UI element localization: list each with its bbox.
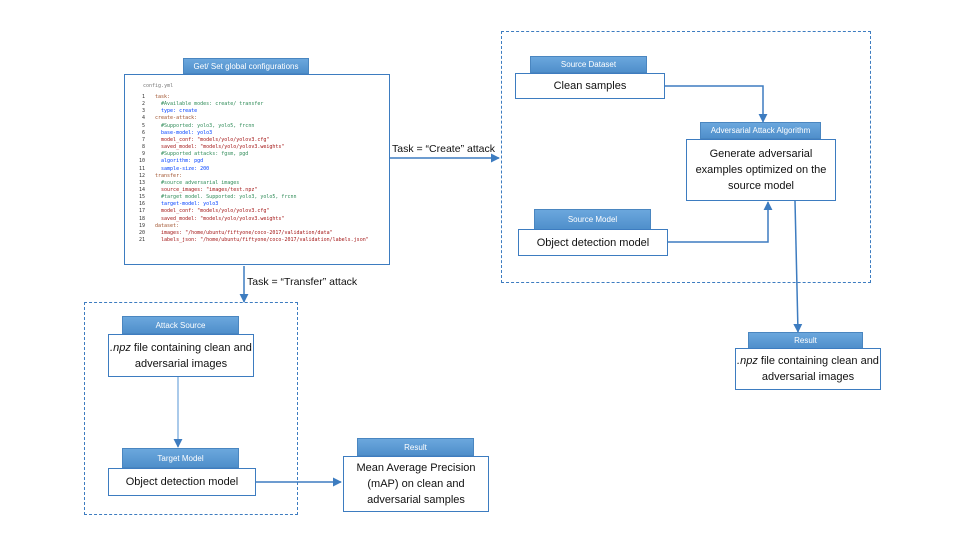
config-line-text: images: "/home/ubuntu/fiftyone/coco-2017…: [155, 229, 333, 236]
config-line-number: 19: [138, 222, 145, 229]
config-line-text: labels_json: "/home/ubuntu/fiftyone/coco…: [155, 237, 369, 243]
config-line-number: 15: [138, 194, 145, 201]
config-line-text: transfer:: [155, 172, 183, 179]
config-line-text: model_conf: "models/yolo/yolov3.cfg": [155, 136, 270, 143]
config-line-text: task:: [155, 94, 171, 100]
config-line-number: 3: [141, 108, 145, 115]
config-line-text: type: create: [155, 108, 198, 115]
config-line-text: create-attack:: [155, 115, 198, 122]
config-line-text: algorithm: pgd: [155, 158, 204, 165]
source-model-header: Source Model: [534, 209, 651, 230]
config-line-number: 10: [138, 158, 145, 165]
transfer-result-box: Mean Average Precision (mAP) on clean an…: [343, 456, 489, 512]
config-line-text: #Supported attacks: fgsm, pgd: [155, 151, 249, 158]
config-line-text: sample-size: 200: [155, 165, 210, 172]
attack-source-ext: .npz: [110, 341, 131, 354]
config-line-number: 2: [141, 101, 145, 108]
config-line-number: 7: [141, 136, 145, 143]
config-line-text: source_images: "images/test.npz": [155, 186, 258, 193]
config-line-number: 20: [138, 229, 145, 236]
config-line-text: #source adversarial images: [155, 179, 240, 186]
clean-samples-box: Clean samples: [515, 73, 665, 99]
config-line-number: 8: [141, 144, 145, 151]
target-model-header: Target Model: [122, 448, 239, 468]
config-code-panel: config.yml 1 task: 2 #Available modes: cre…: [124, 74, 390, 265]
create-result-box: .npz file containing clean and adversari…: [735, 348, 881, 390]
config-line-text: #Available modes: create/ transfer: [155, 101, 264, 108]
algorithm-box: Generate adversarial examples optimized …: [686, 139, 836, 201]
config-line-number: 13: [138, 179, 145, 186]
transfer-attack-panel: [84, 302, 298, 515]
config-line-text: model_conf: "models/yolo/yolov3.cfg": [155, 208, 270, 215]
config-line-text: target-model: yolo3: [155, 201, 219, 208]
config-line-text: dataset:: [155, 222, 180, 229]
config-line-number: 14: [138, 186, 145, 193]
arrow-algorithm-to-result: [793, 200, 803, 333]
config-line-number: 5: [141, 122, 145, 129]
source-model-box: Object detection model: [518, 229, 668, 256]
config-line-text: base-model: yolo3: [155, 129, 213, 136]
transfer-result-header: Result: [357, 438, 474, 456]
algorithm-header: Adversarial Attack Algorithm: [700, 122, 821, 139]
attack-source-header: Attack Source: [122, 316, 239, 334]
arrow-model-to-algorithm: [667, 201, 773, 243]
attack-source-box: .npz file containing clean and adversari…: [108, 334, 254, 377]
config-line-number: 17: [138, 208, 145, 215]
config-line-number: 1: [141, 94, 145, 100]
config-line-number: 6: [141, 129, 145, 136]
create-attack-label: Task = “Create” attack: [392, 143, 495, 155]
arrow-dataset-to-algorithm: [664, 85, 768, 123]
config-line-text: saved_model: "models/yolo/yolov3.weights…: [155, 215, 285, 222]
config-line-number: 21: [138, 237, 145, 243]
create-result-ext: .npz: [737, 355, 758, 367]
create-result-text: file containing clean and adversarial im…: [757, 355, 879, 383]
config-line-number: 18: [138, 215, 145, 222]
config-line-number: 11: [138, 165, 145, 172]
config-filename: config.yml: [143, 83, 174, 89]
config-line-number: 12: [138, 172, 145, 179]
config-line-number: 9: [141, 151, 145, 158]
attack-source-text: file containing clean and adversarial im…: [130, 341, 252, 370]
config-line-text: #Supported: yolo3, yolo5, frcnn: [155, 122, 255, 129]
source-dataset-header: Source Dataset: [530, 56, 647, 73]
config-line-text: #target model. Supported: yolo3, yolo5, …: [155, 194, 297, 201]
create-attack-panel: [501, 31, 871, 283]
config-header: Get/ Set global configurations: [183, 58, 309, 74]
target-model-box: Object detection model: [108, 468, 256, 496]
create-result-header: Result: [748, 332, 863, 349]
config-line-text: saved_model: "models/yolo/yolov3.weights…: [155, 144, 285, 151]
config-line-number: 4: [141, 115, 145, 122]
transfer-attack-label: Task = “Transfer” attack: [247, 276, 358, 288]
config-line-number: 16: [138, 201, 145, 208]
